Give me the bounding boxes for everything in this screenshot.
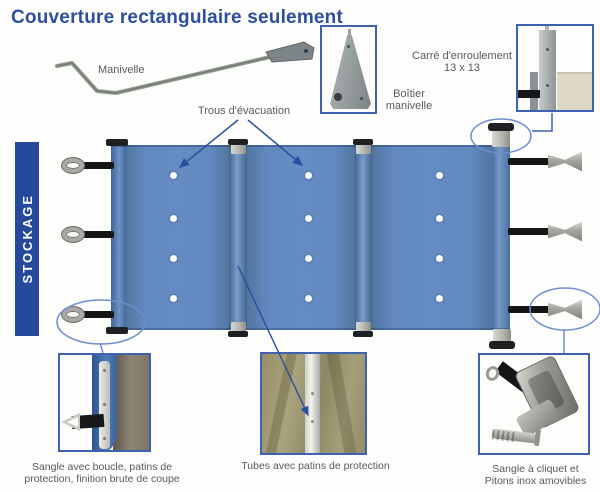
drain-hole <box>436 172 443 179</box>
tube2-top-cap <box>353 139 373 145</box>
cliquet-box <box>478 353 590 455</box>
roll-top-cap <box>488 123 514 131</box>
stockage-banner: STOCKAGE <box>15 142 39 336</box>
sangle-photo-buckle-hole <box>67 417 78 427</box>
tube2-top-cap-body <box>356 144 371 154</box>
roll-bottom-cap <box>489 341 515 349</box>
carre-photo-bar <box>518 90 540 98</box>
roll-top-cap-body <box>492 130 510 147</box>
tubes-box <box>260 352 367 455</box>
right-strap <box>508 158 550 165</box>
carre-photo-hole <box>546 48 549 51</box>
left-strap <box>83 162 114 169</box>
left-strap-eyelet <box>62 307 84 322</box>
tubes-photo-hole <box>311 392 314 395</box>
carre-photo-panel <box>557 72 592 110</box>
sangle-photo-background <box>113 355 149 450</box>
drain-hole <box>170 172 177 179</box>
crank-grip-hole <box>304 49 308 53</box>
drain-hole <box>305 255 312 262</box>
cliquet-photo-piton-ribs <box>491 429 517 443</box>
carre-photo-hole <box>546 84 549 87</box>
cliquet-photo-piton-flange <box>533 428 542 447</box>
crank-handle-grip <box>265 41 315 63</box>
cover-roll-tube <box>492 145 510 330</box>
boitier-screw <box>347 45 350 48</box>
tube2-bottom-cap <box>353 331 373 337</box>
carre-enroulement-label: Carré d'enroulement 13 x 13 <box>412 50 512 74</box>
drain-hole <box>436 215 443 222</box>
drain-hole <box>170 295 177 302</box>
right-strap-cleat <box>548 221 582 242</box>
cover-panel-2 <box>247 145 355 330</box>
drain-hole <box>305 215 312 222</box>
trous-evacuation-label: Trous d'évacuation <box>197 105 291 117</box>
carre-connector-line <box>532 113 553 132</box>
stockage-label: STOCKAGE <box>19 194 35 284</box>
cover-panel-3 <box>372 145 492 330</box>
left-strap <box>83 311 114 318</box>
right-strap <box>508 228 550 235</box>
crank-handle-rod <box>55 55 272 95</box>
drain-hole <box>436 295 443 302</box>
boitier-label: Boîtier manivelle <box>385 88 433 112</box>
manivelle-label: Manivelle <box>98 64 145 76</box>
tubes-photo-tube <box>305 354 320 453</box>
right-strap-cleat <box>548 151 582 172</box>
carre-photo-square-tube <box>539 30 556 110</box>
boitier-screw <box>360 97 363 100</box>
sangle-photo-screw <box>103 403 106 406</box>
sangle-boucle-box <box>58 353 151 452</box>
tube1-top-cap-body <box>231 144 246 154</box>
tubes-caption: Tubes avec patins de protection <box>241 460 390 472</box>
sangle-photo-screw <box>103 369 106 372</box>
boitier-hole <box>334 93 342 101</box>
crank-handle-rod-shade <box>56 56 271 94</box>
left-strap-eyelet <box>62 227 84 242</box>
page-title: Couverture rectangulaire seulement <box>11 7 344 28</box>
tubes-photo-hole <box>311 420 314 423</box>
carre-photo-pin <box>545 26 549 32</box>
tube1-bottom-cap <box>228 331 248 337</box>
cover-bottom-edge <box>111 328 510 330</box>
left-strap-eyelet <box>62 158 84 173</box>
drain-hole <box>305 172 312 179</box>
tube2-bottom-cap-body <box>356 322 371 332</box>
drain-hole <box>436 255 443 262</box>
left-tube-bottom-cap <box>106 327 128 334</box>
tubes-photo-wrinkle <box>326 354 358 453</box>
cover-panel-1 <box>126 145 229 330</box>
tubes-photo-wrinkle <box>265 354 297 453</box>
drain-hole <box>305 295 312 302</box>
sangle-connector-line <box>99 342 104 354</box>
left-strap <box>83 231 114 238</box>
drain-hole <box>170 215 177 222</box>
tube1-top-cap <box>228 139 248 145</box>
drain-hole <box>170 255 177 262</box>
left-tube-top-cap <box>106 139 128 146</box>
boitier-manivelle-box <box>320 25 377 114</box>
right-strap-cleat <box>548 299 582 320</box>
right-strap <box>508 306 550 313</box>
cover-top-edge <box>111 145 510 147</box>
boitier-shaft <box>348 29 351 37</box>
sangle-boucle-caption: Sangle avec boucle, patins de protection… <box>24 461 180 485</box>
carre-enroulement-box <box>516 24 594 112</box>
cover-tube-1 <box>229 145 247 330</box>
roll-bottom-cap-body <box>493 329 511 343</box>
cover-tube-2 <box>355 145 372 330</box>
cover-left-tube <box>111 145 126 330</box>
cliquet-caption: Sangle à cliquet et Pitons inox amovible… <box>484 463 587 487</box>
sangle-photo-screw <box>103 437 106 440</box>
